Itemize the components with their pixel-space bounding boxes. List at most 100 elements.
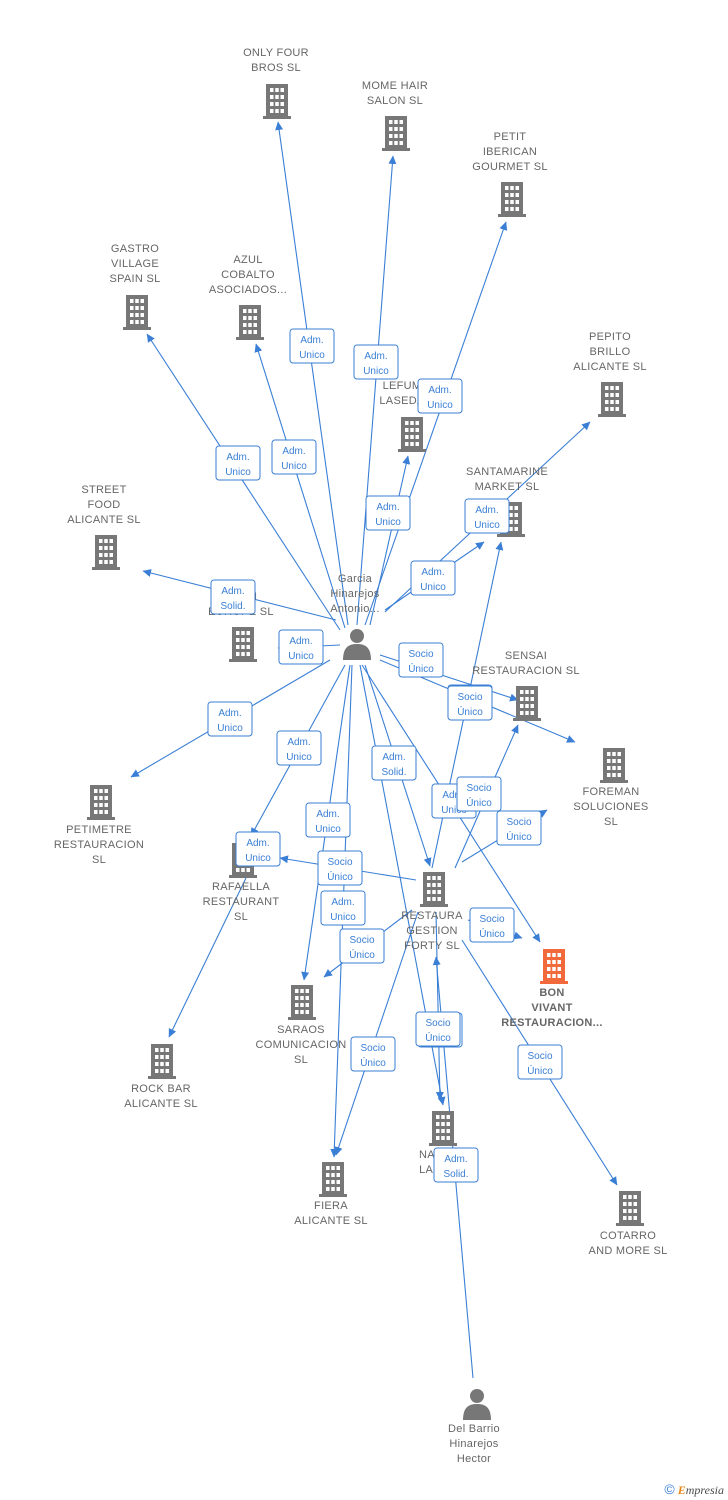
edge-label-garcia-to-onlyfour[interactable]: Adm.Unico bbox=[289, 328, 335, 364]
edge-label-line: Adm. bbox=[246, 838, 269, 849]
edge-garcia-to-lefum bbox=[369, 455, 411, 626]
node-label-line: COBALTO bbox=[221, 269, 275, 281]
edge-label-garcia-to-streetfood[interactable]: Adm.Solid. bbox=[210, 579, 256, 615]
building-icon bbox=[540, 949, 568, 984]
edge-label-box bbox=[289, 328, 335, 364]
edge-label-line: Único bbox=[360, 1056, 386, 1069]
edge-label-garcia-to-petimetre[interactable]: Adm.Unico bbox=[207, 701, 253, 737]
edge-label-box bbox=[517, 1044, 563, 1080]
node-label-line: COMUNICACION bbox=[256, 1039, 347, 1051]
node-label-line: BRILLO bbox=[590, 346, 631, 358]
building-icon bbox=[319, 1162, 347, 1197]
edge-label-garcia-to-santamarine[interactable]: Adm.Unico bbox=[410, 560, 456, 596]
person-icon bbox=[463, 1389, 491, 1420]
node-label-line: RESTAURANT bbox=[203, 896, 280, 908]
person-garcia-hinarejos[interactable]: GarciaHinarejosAntonio... bbox=[330, 573, 380, 660]
edge-label-line: Único bbox=[457, 705, 483, 718]
company-azul-cobalto-asociados[interactable]: AZULCOBALTOASOCIADOS... bbox=[209, 254, 287, 340]
building-icon bbox=[600, 748, 628, 783]
edge-label-line: Unico bbox=[474, 520, 500, 531]
node-label-line: FORTY SL bbox=[404, 940, 460, 952]
edge-label-garcia-to-saraos[interactable]: Adm.Unico bbox=[305, 802, 351, 838]
edge-label-line: Unico bbox=[363, 366, 389, 377]
edge-label-box bbox=[271, 439, 317, 475]
edge-label-line: Adm. bbox=[382, 752, 405, 763]
edge-label-line: Adm. bbox=[218, 708, 241, 719]
edge-label-line: Adm. bbox=[442, 790, 465, 801]
edge-label-box bbox=[276, 730, 322, 766]
edge-label-rafaella-to-rockbar[interactable]: Adm.Unico bbox=[235, 831, 281, 867]
edge-label-garcia-to-fiera[interactable]: Adm.Unico bbox=[320, 890, 366, 926]
company-bon-vivant-restauracion[interactable]: BONVIVANTRESTAURACION... bbox=[501, 949, 602, 1029]
edge-label-line: Adm. bbox=[287, 737, 310, 748]
edge-label-line: Unico bbox=[225, 467, 251, 478]
edge-label-garcia-to-gori[interactable]: Adm.Unico bbox=[278, 629, 324, 665]
brand-logo-text: mpresia bbox=[685, 1483, 724, 1497]
edge-label-garcia-to-restaura[interactable]: Adm.Solid. bbox=[371, 745, 417, 781]
edge-label-line: Solid. bbox=[220, 601, 245, 612]
edge-label-garcia-to-gastro[interactable]: Adm.Unico bbox=[215, 445, 261, 481]
building-icon bbox=[429, 1111, 457, 1146]
edge-label-garcia-to-rafaella[interactable]: Adm.Unico bbox=[276, 730, 322, 766]
node-label-line: SALON SL bbox=[367, 95, 423, 107]
edge-label-line: Unico bbox=[375, 517, 401, 528]
edge-label-box bbox=[456, 776, 502, 812]
building-icon bbox=[598, 382, 626, 417]
edge-garcia-to-petit bbox=[364, 221, 508, 626]
edge-label-box bbox=[410, 560, 456, 596]
company-lefum-laseda[interactable]: LEFUM LASEDA bbox=[379, 380, 426, 452]
edge-label-box bbox=[464, 498, 510, 534]
edge-label-line: Unico bbox=[427, 400, 453, 411]
edge-label-garcia-to-mome[interactable]: Adm.Unico bbox=[353, 344, 399, 380]
node-label-line: LASEDA bbox=[379, 395, 425, 407]
node-label-line: VILLAGE bbox=[111, 258, 159, 270]
node-label-line: ALICANTE SL bbox=[573, 361, 647, 373]
edge-restaura-to-fiera bbox=[334, 911, 419, 1156]
node-label-line: SANTAMARINE bbox=[466, 466, 548, 478]
node-label-line: LEFUM bbox=[383, 380, 422, 392]
edge-label-garcia-to-lefum[interactable]: Adm.Unico bbox=[365, 495, 411, 531]
edge-label-line: Adm. bbox=[444, 1154, 467, 1165]
edge-label-line: Unico bbox=[420, 582, 446, 593]
edge-label-garcia-to-azul[interactable]: Adm.Unico bbox=[271, 439, 317, 475]
edge-label-line: Único bbox=[466, 796, 492, 809]
node-label-line: COTARRO bbox=[600, 1230, 656, 1242]
edge-label-line: Único bbox=[479, 927, 505, 940]
edge-label-garcia-to-pepito[interactable]: Adm.Unico bbox=[464, 498, 510, 534]
edge-label-line: Socio bbox=[527, 1051, 552, 1062]
edge-restaura-to-natlas bbox=[435, 911, 444, 1101]
edge-label-line: Socio bbox=[425, 1018, 450, 1029]
copyright-symbol: © bbox=[664, 1481, 675, 1497]
edge-label-garcia-to-petit[interactable]: Adm.Unico bbox=[417, 378, 463, 414]
edge-label-delbarrio-to-restaura[interactable]: Adm.Solid. bbox=[433, 1147, 479, 1183]
node-label-line: FOOD bbox=[88, 499, 121, 511]
